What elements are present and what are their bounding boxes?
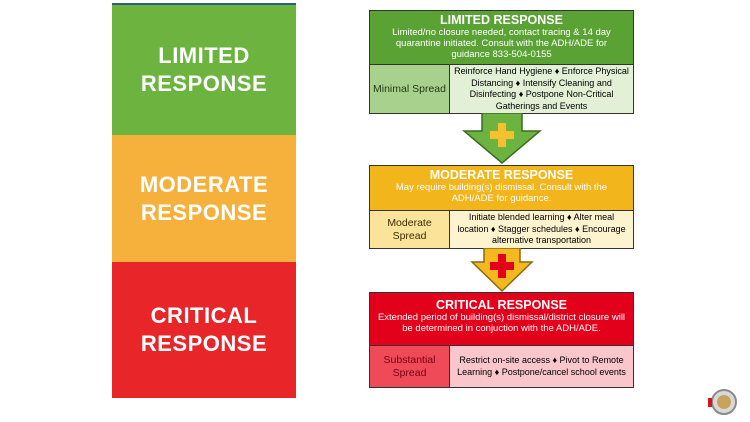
moderate-level: Moderate Spread (370, 211, 450, 248)
critical-desc: Extended period of building(s) dismissal… (377, 312, 626, 334)
arrow-down-yellow-icon (470, 248, 534, 293)
arrow-down-green-icon (462, 113, 542, 164)
limited-response-label: LIMITED RESPONSE (112, 3, 296, 135)
limited-desc: Limited/no closure needed, contact traci… (392, 27, 611, 60)
critical-response-label: CRITICAL RESPONSE (112, 262, 296, 398)
limited-title: LIMITED RESPONSE (440, 13, 563, 27)
moderate-title: MODERATE RESPONSE (429, 168, 574, 182)
moderate-actions: Initiate blended learning ♦ Alter meal l… (450, 211, 633, 248)
seal-logo-icon (708, 389, 737, 415)
critical-level: Substantial Spread (370, 346, 450, 387)
critical-actions: Restrict on-site access ♦ Pivot to Remot… (450, 346, 633, 387)
limited-level: Minimal Spread (370, 65, 450, 113)
limited-actions: Reinforce Hand Hygiene ♦ Enforce Physica… (450, 65, 633, 113)
critical-title: CRITICAL RESPONSE (435, 298, 568, 312)
moderate-response-label: MODERATE RESPONSE (112, 135, 296, 262)
moderate-desc: May require building(s) dismissal. Consu… (395, 182, 608, 204)
